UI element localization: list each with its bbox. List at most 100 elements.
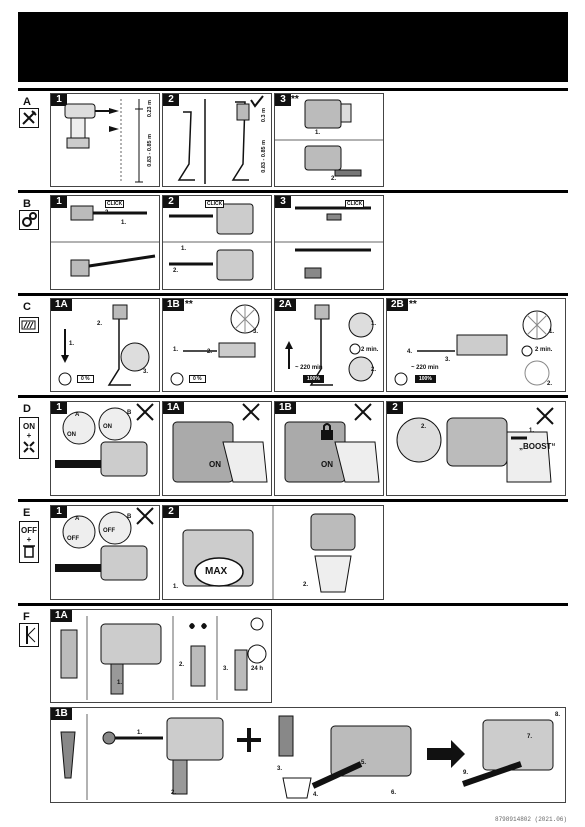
clean-filter-illustration xyxy=(60,616,267,700)
section-letter: C xyxy=(23,301,31,313)
step-label: 1. xyxy=(173,347,179,353)
step-label: 1. xyxy=(181,246,187,252)
step-number: 1A xyxy=(51,299,72,311)
step-number: 3 xyxy=(275,94,291,106)
panel-c1b: 1B ** 0 % 1. 2. 3. xyxy=(162,298,272,392)
plus-label: + xyxy=(26,431,32,440)
step-label: 1. xyxy=(69,341,75,347)
step-number: 1 xyxy=(51,94,67,106)
step-label: 4. xyxy=(407,349,413,355)
clean-brushroll-illustration xyxy=(60,714,554,800)
section-divider xyxy=(18,603,568,606)
step-label: 1. xyxy=(315,130,321,136)
switch-off-illustration xyxy=(55,507,154,581)
attach-handheld-illustration xyxy=(163,203,271,281)
panel-e2: 2 MAX 1. 2. xyxy=(162,505,384,600)
step-label: 2. xyxy=(303,582,309,588)
step-number: 1A xyxy=(163,402,184,414)
dry-time: 24 h xyxy=(251,666,264,672)
charging-battery-illustration xyxy=(170,304,260,386)
step-label: 2. xyxy=(97,321,103,327)
step-label: 2. xyxy=(207,349,213,355)
panel-c2b: 2B ** ~ 220 min 100% 2 min. 1. 2. 3. 4. xyxy=(386,298,566,392)
step-number: 2 xyxy=(163,94,179,106)
charged-illustration xyxy=(285,304,374,386)
step-label: 2. xyxy=(173,268,179,274)
section-letter: A xyxy=(23,96,31,108)
on-label: ON xyxy=(23,422,35,431)
step-number: 3 xyxy=(275,196,291,208)
section-a: A 1 0.23 m 0.83 - 0.85 m 2 0.3 m xyxy=(18,88,568,190)
button-press-illustration xyxy=(172,403,268,483)
charge-level: 0 % xyxy=(77,375,94,383)
section-c: C 1A 0 % 1. 2. 3. 1B ** 0 % 1. 2. 3. xyxy=(18,293,568,395)
step-label: 3. xyxy=(253,329,259,335)
charge-time: ~ 220 min xyxy=(411,365,439,371)
click-label: CLICK xyxy=(105,200,125,208)
section-letter: B xyxy=(23,198,31,210)
step-label: 1. xyxy=(529,428,535,434)
header-bar xyxy=(18,12,568,82)
panel-e1: 1 A B OFF OFF xyxy=(50,505,160,600)
mode-label: A xyxy=(75,412,80,418)
plus-label: + xyxy=(26,535,32,544)
step-label: 1. xyxy=(371,321,377,327)
step-number: 2B xyxy=(387,299,408,311)
charger-mount-illustration xyxy=(275,99,383,177)
panel-c1a: 1A 0 % 1. 2. 3. xyxy=(50,298,160,392)
section-divider xyxy=(18,293,568,296)
section-divider xyxy=(18,88,568,91)
height-label: 0.83 - 0.85 m xyxy=(261,140,267,173)
empty-bin-illustration xyxy=(182,506,356,599)
step-label: 3. xyxy=(445,357,451,363)
charge-time: ~ 220 min xyxy=(295,365,323,371)
step-number: 2 xyxy=(163,196,179,208)
mode-label: B xyxy=(127,410,132,416)
height-label: 0.3 m xyxy=(261,108,267,123)
step-label: 2. xyxy=(179,662,185,668)
section-divider xyxy=(18,190,568,193)
step-label: 2. xyxy=(547,381,553,387)
panel-b2: 2 CLICK 1. 2. xyxy=(162,195,272,290)
wait-time: 2 min. xyxy=(361,347,379,353)
mode-label: A xyxy=(75,516,80,522)
section-d: D ON + 1 A B ON ON 1A ON 1B xyxy=(18,395,568,499)
step-number: 1A xyxy=(51,610,72,622)
height-label: 0.83 - 0.85 m xyxy=(147,134,153,167)
optional-marker: ** xyxy=(291,94,299,105)
step-label: 8. xyxy=(555,712,561,718)
panel-d1a: 1A ON xyxy=(162,401,272,496)
step-label: 4. xyxy=(313,792,319,798)
click-label: CLICK xyxy=(345,200,365,208)
step-label: 2. xyxy=(171,790,177,796)
panel-a2: 2 0.3 m 0.83 - 0.85 m xyxy=(162,93,272,187)
section-letter: E xyxy=(23,507,31,519)
optional-marker: ** xyxy=(409,299,417,310)
charge-level: 100% xyxy=(303,375,324,383)
step-label: 6. xyxy=(391,790,397,796)
document-code: 8798914802 (2021.06) xyxy=(494,816,567,823)
step-label: 3. xyxy=(223,666,229,672)
section-letter: D xyxy=(23,403,31,415)
panel-d1: 1 A B ON ON xyxy=(50,401,160,496)
step-label: 2. xyxy=(421,424,427,430)
step-label: 2. xyxy=(371,367,377,373)
step-label: 1. xyxy=(549,329,555,335)
step-label: 9. xyxy=(463,770,469,776)
panel-d1b: 1B ON xyxy=(274,401,384,496)
panel-b1: 1 CLICK 2. 1. xyxy=(50,195,160,290)
battery-icon xyxy=(19,317,39,333)
cleaning-brush-icon xyxy=(19,623,39,647)
panel-c2a: 2A ~ 220 min 100% 2 min. 1. 2. xyxy=(274,298,384,392)
panel-f1b: 1B 1. 2. 3. 4. 5. 6. 7. 8. 9. xyxy=(50,707,566,803)
charge-level: 100% xyxy=(415,375,436,383)
step-label: 1. xyxy=(117,680,123,686)
mode-label: B xyxy=(127,514,132,520)
optional-marker: ** xyxy=(185,299,193,310)
charging-illustration xyxy=(58,304,150,386)
step-number: 1 xyxy=(51,402,67,414)
step-label: 7. xyxy=(527,734,533,740)
attach-tube-illustration xyxy=(51,205,159,277)
panel-a1: 1 0.23 m 0.83 - 0.85 m xyxy=(50,93,160,187)
section-f: F 1A 1. 2. 3. 24 h 1B xyxy=(18,603,568,805)
